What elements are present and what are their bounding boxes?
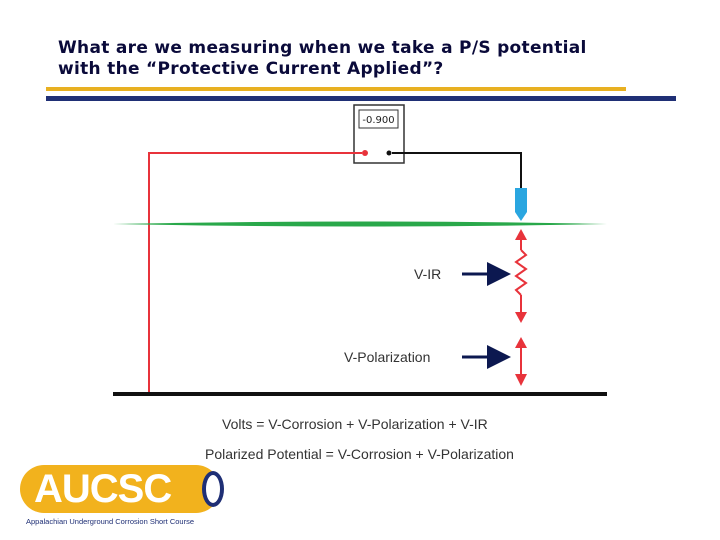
aucsc-logo: AUCSC Appalachian Underground Corrosion … <box>20 465 225 529</box>
polarized-potential-equation: Polarized Potential = V-Corrosion + V-Po… <box>205 446 514 462</box>
voltmeter-black-terminal <box>386 150 392 156</box>
slide-title: What are we measuring when we take a P/S… <box>58 38 698 80</box>
ir-top-arrowhead <box>515 229 527 240</box>
logo-text: AUCSC <box>34 467 172 511</box>
pipe-structure-line <box>113 392 607 396</box>
logo-pill <box>20 465 220 513</box>
title-line-2: with the “Protective Current Applied”? <box>58 59 444 79</box>
black-lead-wire <box>392 152 522 188</box>
ir-bottom-arrowhead <box>515 312 527 323</box>
vpolarization-label: V-Polarization <box>344 349 430 365</box>
pol-bottom-arrowhead <box>515 374 527 386</box>
voltmeter-reading: -0.900 <box>362 115 394 126</box>
volts-equation: Volts = V-Corrosion + V-Polarization + V… <box>222 416 488 432</box>
ir-drop-path <box>514 229 528 323</box>
pol-top-arrowhead <box>515 337 527 348</box>
title-rule-navy <box>46 96 676 101</box>
electrode-tip <box>515 212 527 221</box>
title-rule-yellow <box>46 87 626 91</box>
soil-surface-line <box>113 221 607 227</box>
vir-label: V-IR <box>414 266 441 282</box>
title-line-1: What are we measuring when we take a P/S… <box>58 38 587 58</box>
voltmeter-red-terminal <box>362 150 368 156</box>
logo-caption: Appalachian Underground Corrosion Short … <box>26 517 195 526</box>
electrode-body <box>515 188 527 212</box>
polarization-path <box>515 337 527 386</box>
resistor-zigzag <box>514 249 528 296</box>
logo-ring-icon <box>202 471 224 507</box>
voltmeter-display <box>358 109 399 129</box>
reference-electrode <box>515 188 527 221</box>
red-lead-wire <box>148 152 362 395</box>
voltmeter: -0.900 <box>353 104 405 164</box>
